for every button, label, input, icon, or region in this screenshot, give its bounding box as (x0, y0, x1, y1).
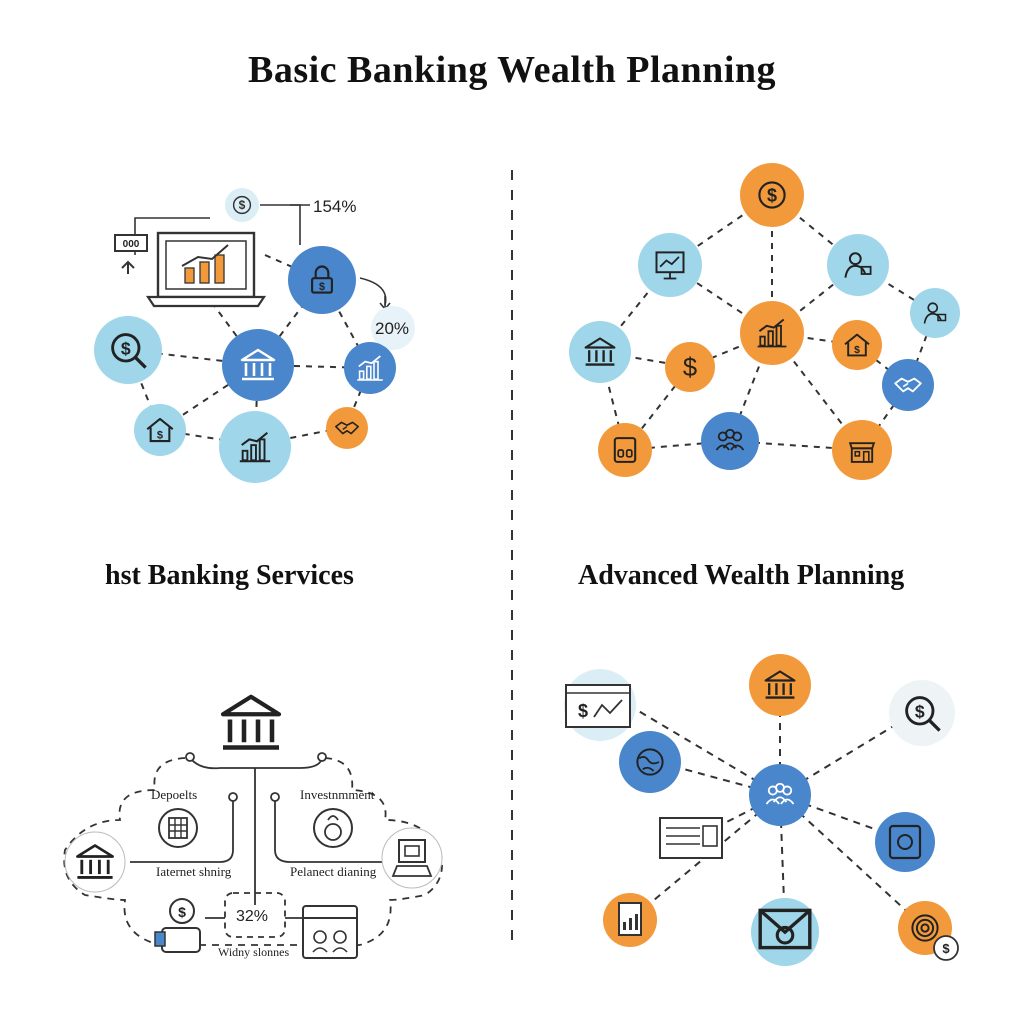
dollar-icon (682, 353, 698, 382)
basic-growth-node (344, 342, 396, 394)
laptop-icon (145, 231, 267, 308)
percent-32: 32% (236, 908, 268, 925)
adv-target-node: $ (898, 901, 959, 961)
calendar-node (302, 905, 358, 959)
subtitle-left: hst Banking Services (105, 560, 354, 591)
basic-lock-node (288, 246, 356, 314)
svg-text:$: $ (942, 941, 950, 956)
wealth-people-node (701, 412, 759, 470)
wealth-center-node (740, 301, 804, 365)
bank-icon (223, 697, 279, 748)
basic-chart-node (219, 411, 291, 483)
label-internet: Iaternet shnirg (156, 864, 232, 879)
label-planning: Pelanect dianing (290, 864, 377, 879)
page-title: Basic Banking Wealth Planning (247, 49, 777, 91)
percent-20: 20% (375, 319, 409, 338)
arrow-up-icon (121, 260, 135, 274)
percent-154: 154% (313, 197, 356, 216)
basic-bank-node (222, 329, 294, 401)
svg-text:$: $ (578, 701, 588, 721)
wealth-handshake-node (882, 359, 934, 411)
adv-report-node (659, 817, 723, 859)
svg-text:$: $ (178, 904, 186, 920)
wealth-bank-node (569, 321, 631, 383)
deposits-node (158, 808, 198, 848)
cash-icon: 000 (114, 234, 148, 252)
wealth-client-node (910, 288, 960, 338)
web-dashboard-node: $ (564, 669, 636, 741)
investment-node (313, 808, 353, 848)
label-investment: Investnmment (300, 787, 375, 802)
coin-small-icon (225, 188, 259, 222)
label-deposits: Depoelts (151, 787, 197, 802)
wealth-coins-node (740, 163, 804, 227)
adv-envelope-node (751, 898, 819, 966)
services-diagram (63, 697, 443, 946)
basic-handshake-node (326, 407, 368, 449)
adv-doc-chart-node (603, 893, 657, 947)
label-wealth: Widny slonnes (218, 945, 290, 959)
atm-node (381, 827, 443, 889)
adv-magnify-node (889, 680, 955, 746)
wealth-house-node (832, 320, 882, 370)
svg-text:000: 000 (123, 239, 140, 250)
basic-house-node (134, 404, 186, 456)
adv-safe-node (875, 812, 935, 872)
wealth-card-node (598, 423, 652, 477)
wealth-advisor-node (827, 234, 889, 296)
adv-center-node (749, 764, 811, 826)
wallet-node: $ (154, 898, 201, 953)
wealth-dollar-node (665, 342, 715, 392)
adv-globe-node (619, 731, 681, 793)
basic-magnify-node (94, 316, 162, 384)
left-bank-node (64, 831, 126, 893)
adv-bank-node (749, 654, 811, 716)
wealth-store-node (832, 420, 892, 480)
subtitle-right: Advanced Wealth Planning (578, 560, 905, 591)
wealth-board-node (638, 233, 702, 297)
